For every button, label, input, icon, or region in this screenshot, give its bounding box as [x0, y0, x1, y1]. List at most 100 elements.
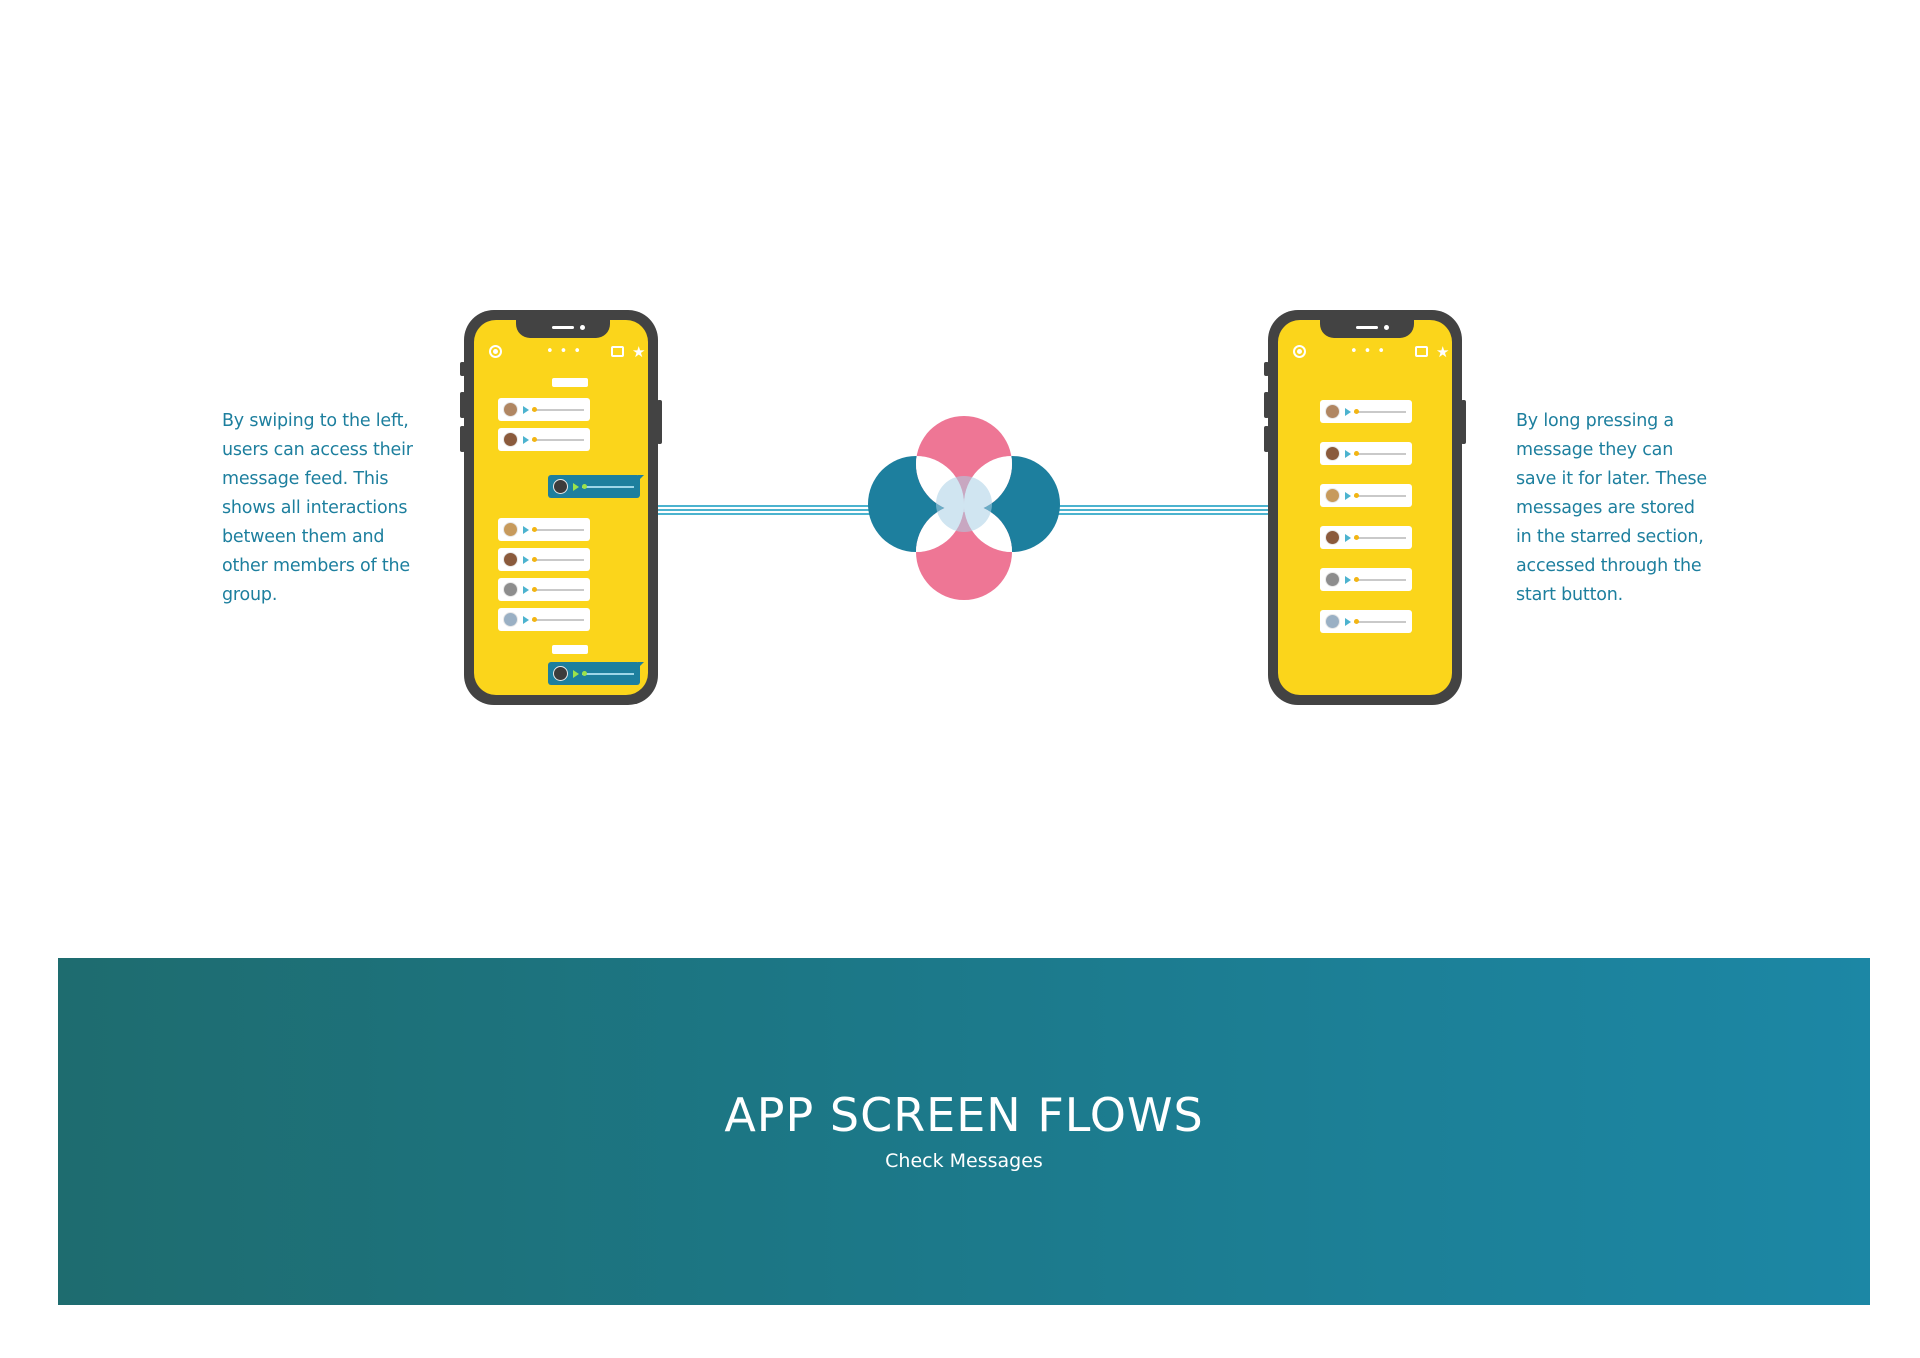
play-icon[interactable]: [523, 616, 529, 624]
banner-title: APP SCREEN FLOWS: [724, 1088, 1204, 1142]
chat-icon[interactable]: [611, 346, 624, 357]
play-icon[interactable]: [523, 526, 529, 534]
camera: [580, 325, 585, 330]
play-icon[interactable]: [1345, 618, 1351, 626]
play-icon[interactable]: [1345, 450, 1351, 458]
bubble-tail: [638, 662, 644, 668]
chat-icon[interactable]: [1415, 346, 1428, 357]
phone-screen: ••• ★: [474, 320, 648, 695]
flow-line: [1050, 513, 1270, 515]
voice-message-incoming[interactable]: [498, 518, 590, 541]
avatar: [503, 522, 518, 537]
voice-message-incoming[interactable]: [498, 428, 590, 451]
audio-knob[interactable]: [532, 527, 537, 532]
speaker: [1356, 326, 1378, 329]
voice-message-outgoing[interactable]: [548, 475, 644, 498]
audio-knob[interactable]: [1354, 493, 1359, 498]
avatar: [1325, 572, 1340, 587]
play-icon[interactable]: [573, 483, 579, 491]
play-icon[interactable]: [1345, 534, 1351, 542]
avatar: [503, 582, 518, 597]
starred-message[interactable]: [1320, 442, 1412, 465]
phone-side-button: [1264, 362, 1269, 376]
audio-track: [1354, 537, 1406, 539]
flow-line: [658, 509, 878, 511]
flow-line: [658, 505, 878, 507]
voice-message-incoming[interactable]: [498, 578, 590, 601]
avatar: [503, 552, 518, 567]
starred-message[interactable]: [1320, 400, 1412, 423]
play-icon[interactable]: [1345, 576, 1351, 584]
starred-message[interactable]: [1320, 568, 1412, 591]
speaker: [552, 326, 574, 329]
top-bar: ••• ★: [474, 344, 648, 360]
star-icon[interactable]: ★: [1436, 343, 1450, 361]
audio-knob[interactable]: [532, 407, 537, 412]
phone-side-button: [460, 426, 465, 452]
audio-knob[interactable]: [532, 587, 537, 592]
play-icon[interactable]: [523, 556, 529, 564]
starred-message[interactable]: [1320, 610, 1412, 633]
phone-side-button: [1461, 400, 1466, 444]
audio-track: [532, 409, 584, 411]
camera: [1384, 325, 1389, 330]
starred-message[interactable]: [1320, 484, 1412, 507]
play-icon[interactable]: [523, 406, 529, 414]
audio-knob[interactable]: [1354, 535, 1359, 540]
audio-knob[interactable]: [1354, 619, 1359, 624]
avatar: [1325, 404, 1340, 419]
play-icon[interactable]: [1345, 492, 1351, 500]
avatar: [503, 432, 518, 447]
more-dots-icon[interactable]: •••: [546, 344, 588, 359]
top-bar: ••• ★: [1278, 344, 1452, 360]
flow-line: [658, 513, 878, 515]
audio-knob[interactable]: [1354, 451, 1359, 456]
more-dots-icon[interactable]: •••: [1350, 344, 1392, 359]
phone-starred-messages: ••• ★: [1264, 310, 1466, 705]
profile-icon[interactable]: [1293, 345, 1306, 358]
phone-side-button: [1264, 426, 1269, 452]
play-icon[interactable]: [1345, 408, 1351, 416]
avatar: [503, 612, 518, 627]
audio-track: [532, 529, 584, 531]
avatar: [1325, 488, 1340, 503]
date-chip: [552, 645, 588, 654]
date-chip: [552, 378, 588, 387]
audio-track: [1354, 411, 1406, 413]
phone-side-button: [1264, 392, 1269, 418]
audio-track: [532, 559, 584, 561]
audio-knob[interactable]: [532, 437, 537, 442]
audio-knob[interactable]: [582, 484, 587, 489]
brand-logo-icon: [868, 416, 1060, 600]
audio-track: [1354, 453, 1406, 455]
audio-knob[interactable]: [1354, 577, 1359, 582]
voice-message-outgoing[interactable]: [548, 662, 644, 685]
voice-message-incoming[interactable]: [498, 608, 590, 631]
starred-message[interactable]: [1320, 526, 1412, 549]
audio-track: [1354, 621, 1406, 623]
avatar: [553, 479, 568, 494]
avatar: [1325, 530, 1340, 545]
play-icon[interactable]: [573, 670, 579, 678]
play-icon[interactable]: [523, 586, 529, 594]
voice-message-incoming[interactable]: [498, 548, 590, 571]
profile-icon[interactable]: [489, 345, 502, 358]
avatar: [1325, 614, 1340, 629]
star-icon[interactable]: ★: [632, 343, 646, 361]
avatar: [553, 666, 568, 681]
audio-knob[interactable]: [582, 671, 587, 676]
audio-track: [582, 673, 634, 675]
play-icon[interactable]: [523, 436, 529, 444]
description-right: By long pressing a message they can save…: [1516, 411, 1707, 605]
voice-message-incoming[interactable]: [498, 398, 590, 421]
banner-subtitle: Check Messages: [885, 1150, 1043, 1172]
title-banner: APP SCREEN FLOWS Check Messages: [58, 958, 1870, 1305]
bubble-tail: [638, 475, 644, 481]
phone-notch: [516, 320, 610, 338]
audio-track: [582, 486, 634, 488]
audio-knob[interactable]: [1354, 409, 1359, 414]
audio-knob[interactable]: [532, 617, 537, 622]
phone-side-button: [460, 362, 465, 376]
phone-message-feed: ••• ★: [460, 310, 662, 705]
audio-knob[interactable]: [532, 557, 537, 562]
